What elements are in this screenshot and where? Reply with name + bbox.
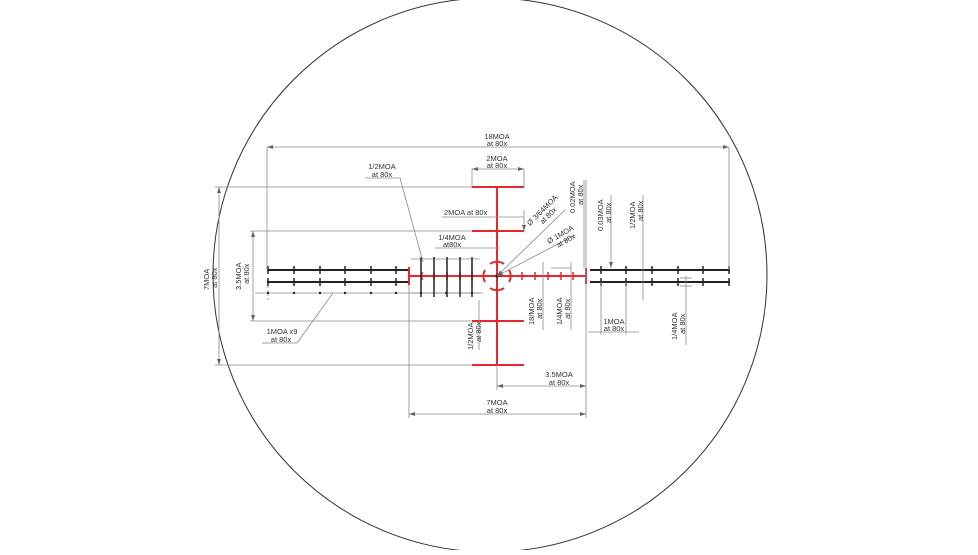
svg-text:at 80x: at 80x xyxy=(576,184,585,205)
svg-text:at 80x: at 80x xyxy=(636,200,645,221)
svg-text:at 80x: at 80x xyxy=(474,321,483,342)
dimension-labels: 18MOA at 80x 2MOA at 80x 1/2MOA at 80x 2… xyxy=(202,132,687,415)
red-reticle xyxy=(408,186,587,366)
svg-text:at 80x: at 80x xyxy=(678,313,687,334)
svg-text:at 80x: at 80x xyxy=(372,170,393,179)
label-0-03moa: 0.03MOA xyxy=(596,199,605,231)
svg-text:at 80x: at 80x xyxy=(487,139,508,148)
svg-text:at 80x: at 80x xyxy=(487,406,508,415)
label-7moa-left: 7MOA xyxy=(202,269,211,290)
label-2moa-gap: 2MOA at 80x xyxy=(444,208,488,217)
label-quarter-moa-left: 1/4MOA xyxy=(438,233,466,242)
dimension-lines xyxy=(215,145,730,418)
label-half-moa: 1/2MOA xyxy=(368,162,396,171)
label-7moa-bottom: 7MOA xyxy=(486,398,507,407)
label-quarter-moa-mid: 1/4MOA xyxy=(555,297,564,325)
svg-text:at 80x: at 80x xyxy=(563,298,572,319)
label-18moa: 18MOA xyxy=(484,132,509,141)
label-quarter-moa-right: 1/4MOA xyxy=(670,312,679,340)
svg-text:at 80x: at 80x xyxy=(604,324,625,333)
quarter-moa-grid xyxy=(411,257,480,297)
label-0-02moa: 0.02MOA xyxy=(568,181,577,213)
label-1moa-right: 1MOA xyxy=(603,317,624,326)
label-18-moa: 18/MOA xyxy=(527,297,536,325)
label-2moa-top: 2MOA xyxy=(486,154,507,163)
svg-text:at 80x: at 80x xyxy=(242,263,251,284)
svg-text:at 80x: at 80x xyxy=(535,298,544,319)
label-3-5moa-bottom: 3.5MOA xyxy=(545,370,573,379)
label-1moa-x9: 1MOA x9 xyxy=(267,327,298,336)
svg-text:at 80x: at 80x xyxy=(271,335,292,344)
svg-text:at80x: at80x xyxy=(443,240,462,249)
svg-text:at 80x: at 80x xyxy=(549,378,570,387)
svg-text:at 80x: at 80x xyxy=(487,161,508,170)
svg-text:at 80x: at 80x xyxy=(604,202,613,223)
label-3-5moa-left: 3.5MOA xyxy=(234,262,243,290)
label-right-half-moa: 1/2MOA xyxy=(628,201,637,229)
right-black-bars xyxy=(590,266,730,286)
svg-text:at 80x: at 80x xyxy=(210,267,219,288)
label-lower-half-moa: 1/2MOA xyxy=(466,322,475,350)
left-black-bars xyxy=(255,266,483,300)
